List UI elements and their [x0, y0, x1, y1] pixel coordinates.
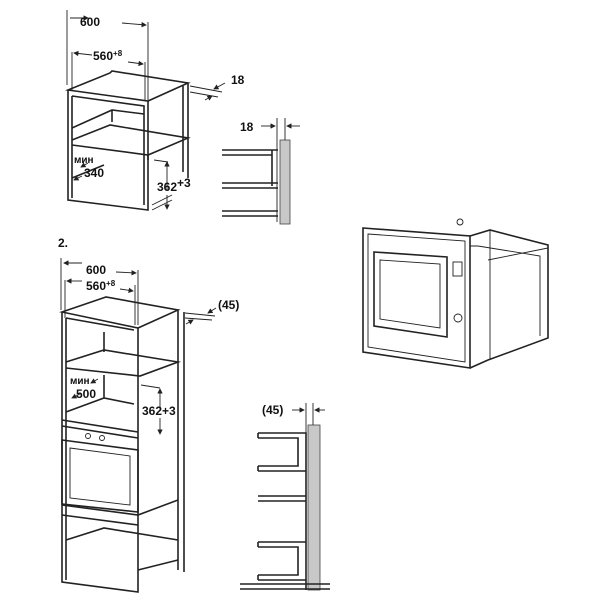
fig1-panel-18: 18	[231, 73, 245, 87]
fig1-section-18: 18	[240, 120, 254, 134]
fig2-width-600: 600	[86, 263, 106, 277]
fig2-number: 2.	[58, 236, 68, 250]
section-2-drawing	[240, 403, 330, 591]
fig2-height-362: 362+3	[142, 404, 176, 418]
microwave-illustration	[362, 218, 549, 369]
fig2-section-45: (45)	[262, 403, 283, 417]
section-1-drawing	[222, 118, 300, 225]
cabinet-1-drawing	[64, 10, 226, 211]
fig1-min-340: 340	[84, 166, 104, 180]
fig1-min-label: мин	[74, 155, 94, 166]
fig2-panel-45: (45)	[218, 298, 239, 312]
fig2-min-500: 500	[76, 387, 96, 401]
fig2-min-label: мин	[70, 376, 90, 387]
fig2-width-560: 560+8	[86, 279, 116, 293]
cabinet-2-drawing	[58, 258, 217, 593]
fig1-width-560: 560+8	[93, 49, 123, 63]
fig1-height-362: 362+3	[157, 176, 191, 194]
fig1-width-600: 600	[80, 15, 100, 29]
